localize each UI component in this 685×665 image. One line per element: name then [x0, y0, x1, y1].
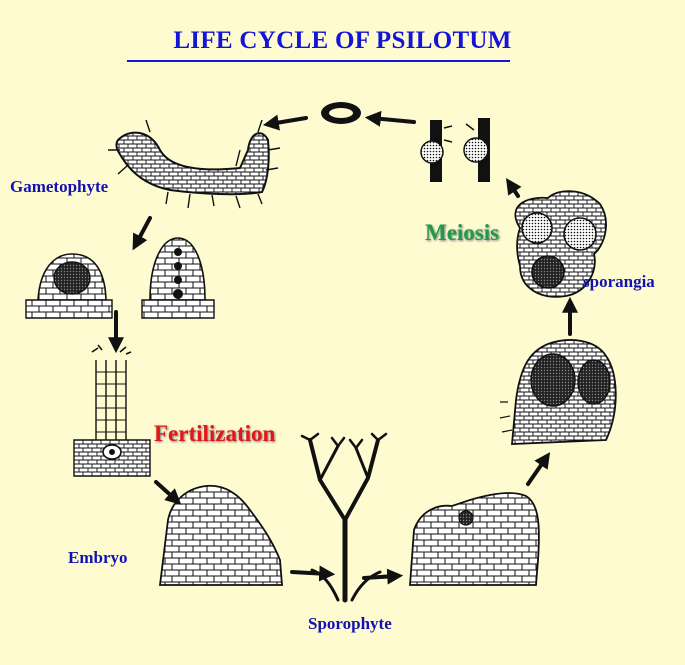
spore — [321, 102, 361, 124]
arrow-embryo-to-sporophyte — [290, 565, 336, 582]
archegonium-neck — [73, 344, 151, 477]
label-gametophyte: Gametophyte — [10, 177, 109, 196]
sporangium-initial — [409, 492, 540, 586]
gametophyte — [108, 119, 281, 209]
young-sporangia — [499, 339, 617, 445]
arrow-sporophyte-to-initial — [362, 568, 404, 585]
germinating-spores — [420, 118, 490, 182]
arrow-spore-to-gametophyte — [262, 114, 308, 131]
title-underline — [127, 60, 510, 62]
label-sporophyte: Sporophyte — [308, 614, 392, 633]
arrow-gametophyte-to-sex-organs — [132, 216, 152, 251]
label-fertilization: Fertilization — [154, 421, 276, 446]
sporangia-cross-section — [514, 190, 607, 298]
arrow-sporangia-to-germination — [506, 178, 522, 198]
arrow-initial-to-young — [526, 452, 551, 486]
arrow-germination-to-spore — [364, 110, 416, 127]
diagram-title: LIFE CYCLE OF PSILOTUM — [173, 27, 512, 54]
embryo — [158, 484, 283, 586]
antheridium-archegonium — [25, 237, 215, 319]
arrow-fertilization-to-embryo — [154, 480, 182, 505]
label-meiosis: Meiosis — [425, 220, 500, 245]
sporophyte — [300, 432, 388, 603]
label-embryo: Embryo — [68, 548, 128, 567]
label-sporangia: sporangia — [583, 272, 655, 291]
cycle-arrows — [108, 110, 578, 585]
